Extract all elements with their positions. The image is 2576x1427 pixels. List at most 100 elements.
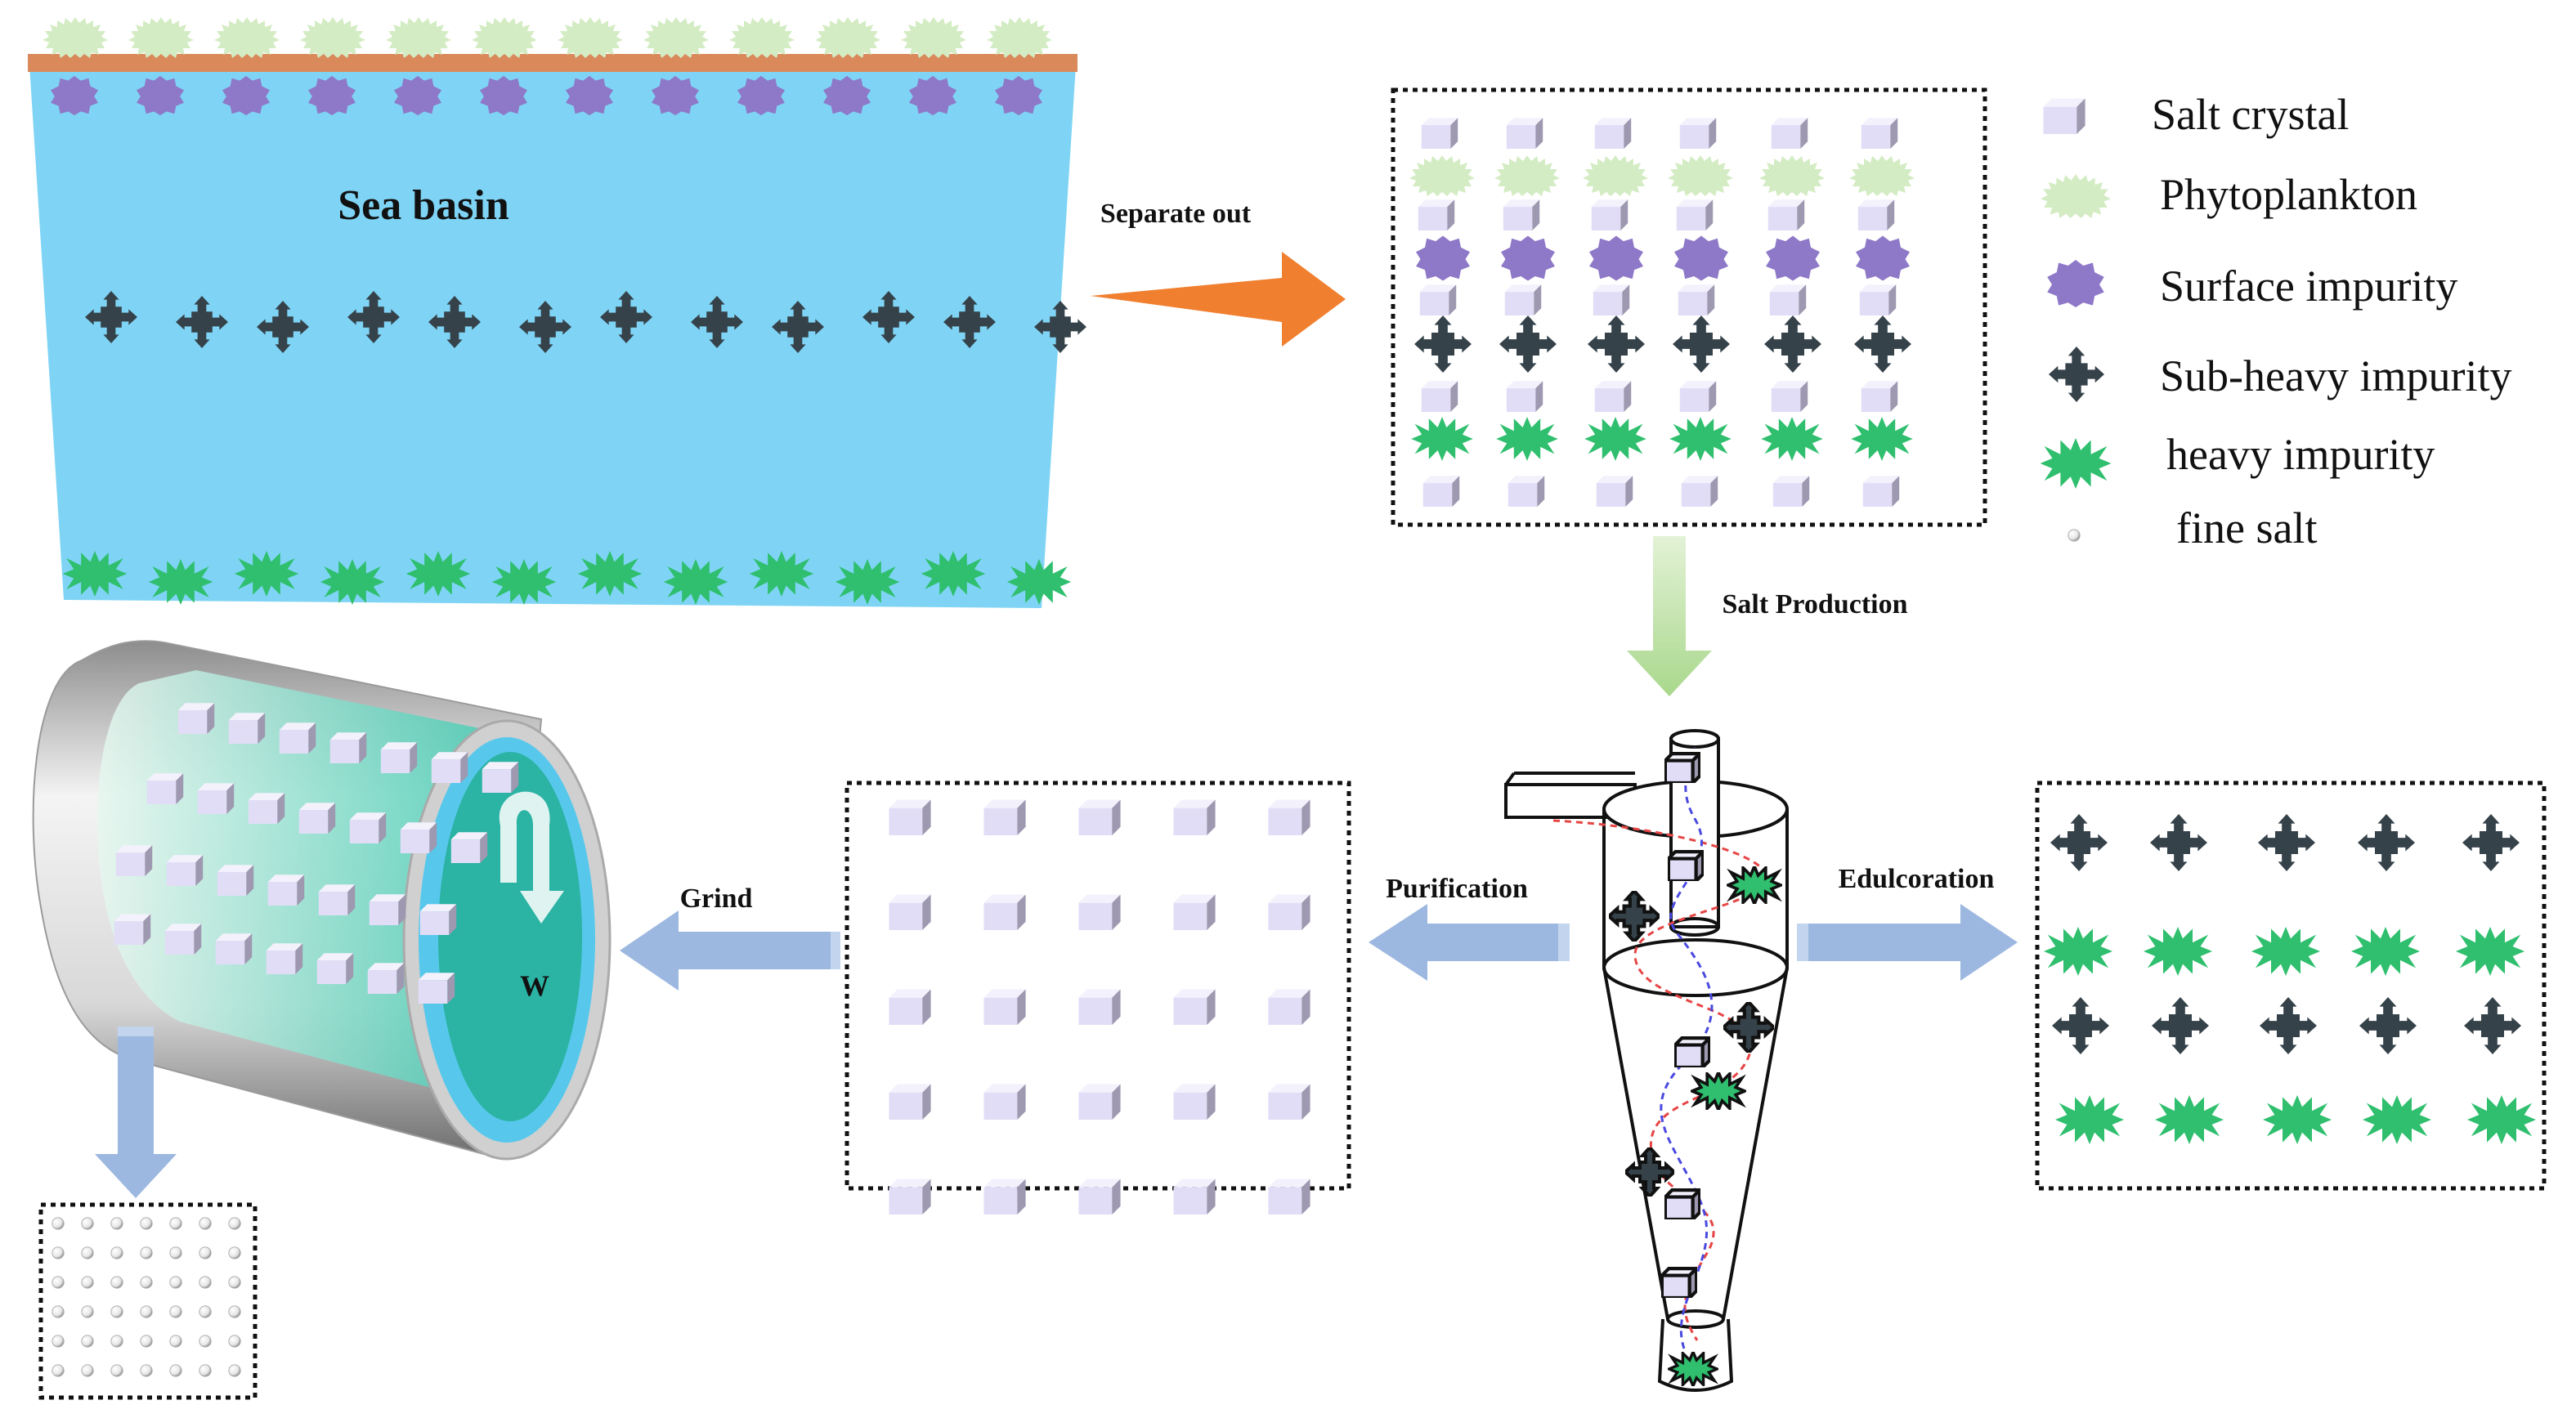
salt-crystal-particle bbox=[114, 914, 151, 945]
sub-heavy-impurity-particle bbox=[2150, 814, 2207, 871]
purified-box-border bbox=[844, 781, 1351, 1191]
fine-salt-particle bbox=[81, 1364, 94, 1377]
salt-crystal-particle bbox=[1268, 894, 1310, 930]
salt-crystal-particle bbox=[1173, 989, 1216, 1025]
heavy-impurity-particle bbox=[2144, 927, 2212, 976]
phytoplankton-particle bbox=[1494, 155, 1560, 196]
salt-crystal-particle bbox=[248, 793, 285, 824]
fine-salt-particle bbox=[228, 1335, 241, 1348]
salt-crystal-particle bbox=[380, 742, 418, 773]
rotation-label: W bbox=[520, 969, 549, 1002]
salt-crystal-particle bbox=[983, 1084, 1026, 1120]
salt-crystal-particle bbox=[1418, 199, 1455, 230]
salt-crystal-particle bbox=[1419, 284, 1457, 315]
phytoplankton-particle bbox=[472, 17, 537, 58]
legend-label-fine-salt: fine salt bbox=[2176, 503, 2317, 552]
cyclone-outlet bbox=[1657, 1318, 1734, 1392]
salt-crystal-particle bbox=[1173, 1179, 1216, 1215]
output-arrow-shape bbox=[95, 1036, 177, 1198]
fine-salt-particle bbox=[52, 1276, 65, 1289]
salt-crystal-particle bbox=[482, 762, 519, 793]
phytoplankton-particle bbox=[128, 17, 194, 58]
fine-salt-icon bbox=[2068, 529, 2081, 542]
salt-crystal-particle bbox=[367, 963, 405, 994]
salt-crystal-particle bbox=[1078, 989, 1121, 1025]
heavy-impurity-particle bbox=[2363, 1095, 2431, 1144]
salt-crystal-particle bbox=[228, 713, 266, 744]
heavy-impurity-particle bbox=[2251, 927, 2320, 976]
sub-heavy-impurity-particle bbox=[2359, 997, 2417, 1054]
heavy-impurity-particle bbox=[1496, 417, 1558, 461]
sub-heavy-impurity-particle bbox=[2050, 814, 2108, 871]
salt-crystal-particle bbox=[1078, 894, 1121, 930]
fine-salt-particle bbox=[199, 1276, 212, 1289]
salt-crystal-particle bbox=[1078, 1179, 1121, 1215]
salt-crystal-particle bbox=[217, 865, 254, 896]
salt-crystal-particle bbox=[316, 953, 354, 984]
legend: Salt crystal Phytoplankton Surface impur… bbox=[2040, 90, 2511, 552]
fine-salt-particle bbox=[52, 1364, 65, 1377]
sub-heavy-impurity-particle bbox=[2258, 814, 2315, 871]
salt-crystal-particle bbox=[115, 845, 153, 876]
phytoplankton-particle bbox=[1759, 155, 1825, 196]
purification-label: Purification bbox=[1386, 874, 1528, 904]
salt-crystal-particle bbox=[1679, 381, 1717, 412]
salt-crystal-particle bbox=[450, 832, 488, 863]
heavy-impurity-particle bbox=[1411, 417, 1473, 461]
heavy-impurity-particle bbox=[2456, 927, 2524, 976]
fine-salt-particle bbox=[199, 1335, 212, 1348]
salt-crystal-particle bbox=[267, 875, 305, 906]
salt-production-label: Salt Production bbox=[1722, 589, 1907, 620]
salt-crystal-particle bbox=[1504, 284, 1542, 315]
salt-crystal-particle bbox=[1421, 118, 1458, 149]
fine-salt-particle bbox=[169, 1276, 182, 1289]
salt-crystal-particle bbox=[1508, 476, 1545, 507]
legend-label-heavy-impurity: heavy impurity bbox=[2166, 430, 2435, 479]
salt-crystal-particle bbox=[1772, 476, 1810, 507]
cyclone-mid-rim bbox=[1602, 938, 1789, 997]
heavy-impurity-particle bbox=[2155, 1095, 2224, 1144]
salt-crystal-particle bbox=[400, 822, 437, 853]
salt-crystal-particle bbox=[1676, 199, 1714, 230]
heavy-impurity-particle bbox=[2044, 927, 2112, 976]
heavy-impurity-particle bbox=[1761, 417, 1823, 461]
sub-heavy-impurity-particle bbox=[2052, 997, 2109, 1054]
salt-crystal-particle bbox=[1268, 1084, 1310, 1120]
salt-crystal-particle bbox=[1268, 799, 1310, 835]
surface-impurity-particle bbox=[1501, 235, 1555, 281]
salt-crystal-particle bbox=[1769, 284, 1807, 315]
fine-salt-particle bbox=[169, 1246, 182, 1259]
salt-crystal-particle bbox=[1506, 118, 1543, 149]
salt-crystal-particle bbox=[1771, 381, 1808, 412]
salt-crystal-particle bbox=[1422, 476, 1460, 507]
salt-crystal-particle bbox=[298, 803, 336, 834]
salt-crystal-particle bbox=[983, 894, 1026, 930]
fine-salt-particles bbox=[52, 1217, 241, 1377]
sub-heavy-impurity-particle bbox=[2462, 814, 2520, 871]
fine-salt-particle bbox=[81, 1246, 94, 1259]
sub-heavy-impurity-particle bbox=[1588, 315, 1645, 373]
impurity-box bbox=[2035, 781, 2547, 1191]
purification-arrow: Purification bbox=[1369, 874, 1570, 981]
separated-box bbox=[1391, 87, 1987, 527]
fine-salt-particle bbox=[52, 1246, 65, 1259]
surface-impurity-particle bbox=[1856, 235, 1910, 281]
salt-crystal-particle bbox=[1506, 381, 1543, 412]
sub-heavy-impurity-particle bbox=[1499, 315, 1557, 373]
heavy-impurity-particle bbox=[1669, 417, 1732, 461]
salt-crystal-particle bbox=[1861, 381, 1898, 412]
grind-arrow-shape bbox=[620, 910, 840, 991]
phytoplankton-particle bbox=[1849, 155, 1915, 196]
salt-crystal-particle bbox=[1767, 199, 1805, 230]
salt-crystal-particle bbox=[1078, 1084, 1121, 1120]
fine-salt-particle bbox=[140, 1246, 153, 1259]
production-arrow-shape bbox=[1627, 536, 1712, 696]
fine-salt-particle bbox=[199, 1305, 212, 1318]
fine-salt-particle bbox=[140, 1217, 153, 1230]
salt-crystal-particle bbox=[1593, 284, 1630, 315]
surface-impurity-particle bbox=[1674, 235, 1728, 281]
surface-impurity-particle bbox=[1416, 235, 1470, 281]
purified-salt-crystals bbox=[889, 799, 1310, 1215]
legend-label-surface-impurity: Surface impurity bbox=[2160, 262, 2457, 311]
sub-heavy-impurity-particle bbox=[1673, 315, 1730, 373]
